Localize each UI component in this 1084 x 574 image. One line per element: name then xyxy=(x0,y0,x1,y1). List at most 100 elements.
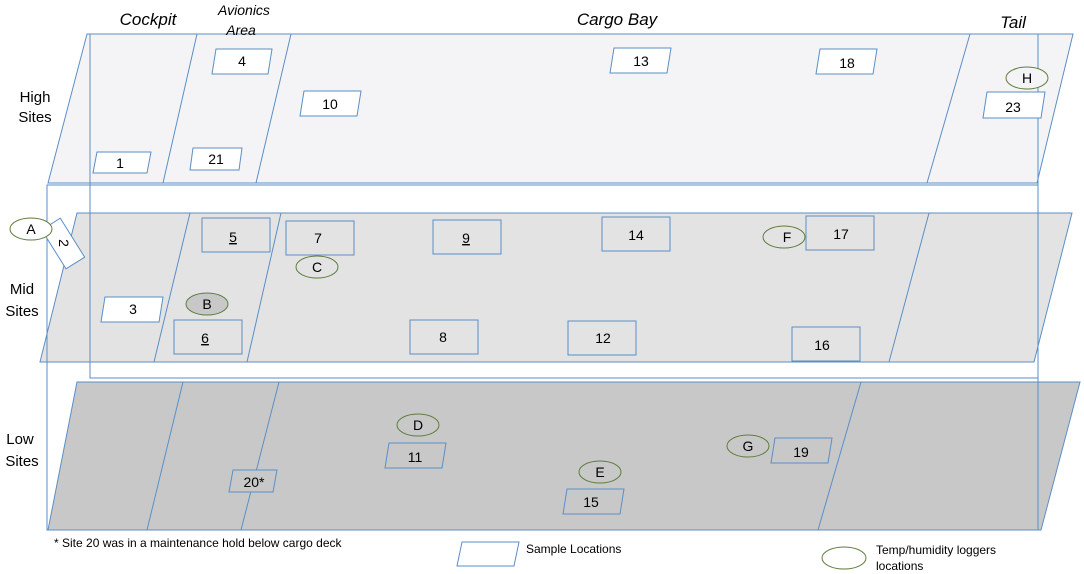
sample-16-marker xyxy=(791,326,861,362)
legend-sample-swatch xyxy=(456,541,520,567)
level-mid-label-line2: Sites xyxy=(5,303,38,320)
sample-label: 10 xyxy=(322,96,338,112)
sample-label: 3 xyxy=(129,301,137,317)
sample-20: 20* xyxy=(228,469,278,493)
sample-marker xyxy=(609,47,672,74)
sample-3: 3 xyxy=(100,296,164,323)
low-divider-tail xyxy=(817,381,862,531)
logger-locations: A B C D E F G H xyxy=(9,66,1049,484)
legend-logger-label-line2: locations xyxy=(876,559,923,573)
sample-21: 21 xyxy=(189,147,243,171)
sample-12-label: 12 xyxy=(595,330,611,346)
sample-14-label: 14 xyxy=(628,227,644,243)
level-low-label-line1: Low xyxy=(6,431,34,448)
legend: Sample Locations Temp/humidity loggers l… xyxy=(456,541,996,573)
logger-b-label: B xyxy=(202,296,211,312)
level-high-label-line2: Sites xyxy=(18,109,51,126)
sample-label: 1 xyxy=(116,155,124,171)
sample-9-marker xyxy=(432,219,502,255)
mid-divider-cockpit xyxy=(153,212,191,363)
sample-label: 19 xyxy=(793,444,809,460)
logger-b-marker xyxy=(185,292,229,316)
sample-9-label: 9 xyxy=(462,230,470,246)
sample-label: 15 xyxy=(583,494,599,510)
sample-15: 15 xyxy=(562,488,625,515)
sample-23: 23 xyxy=(982,91,1046,119)
sample-label: 2 xyxy=(56,239,72,247)
sample-marker xyxy=(100,296,164,323)
logger-c-marker xyxy=(295,255,339,279)
sample-18: 18 xyxy=(815,48,878,75)
logger-c-label: C xyxy=(312,259,322,275)
fuselage-box xyxy=(46,33,1039,531)
sample-marker xyxy=(982,91,1046,119)
mid-divider-avionics xyxy=(246,212,282,363)
sample-7-marker xyxy=(285,220,355,256)
footnote: * Site 20 was in a maintenance hold belo… xyxy=(54,536,343,550)
sample-14-marker xyxy=(601,216,671,252)
sample-1: 1 xyxy=(92,151,152,174)
sample-marker xyxy=(815,48,878,75)
low-divider-cockpit xyxy=(146,381,184,531)
sample-17-label: 17 xyxy=(833,226,849,242)
sample-marker xyxy=(299,90,362,117)
sample-marker xyxy=(211,48,273,75)
fuselage-box-front xyxy=(46,184,1039,531)
sample-6-marker xyxy=(173,319,243,355)
logger-h-label: H xyxy=(1022,70,1032,86)
logger-d-label: D xyxy=(413,417,423,433)
sample-19: 19 xyxy=(770,437,833,464)
section-avionics-label-line1: Avionics xyxy=(217,2,270,18)
sample-5-label: 5 xyxy=(229,229,237,245)
sample-4: 4 xyxy=(211,48,273,75)
sample-marker xyxy=(562,488,625,515)
legend-logger-swatch xyxy=(821,546,867,570)
high-divider-avionics xyxy=(255,33,292,184)
sample-marker xyxy=(40,217,86,270)
level-mid-label-line1: Mid xyxy=(10,281,34,298)
sample-marker xyxy=(770,437,833,464)
legend-logger-label-line1: Temp/humidity loggers xyxy=(876,543,996,557)
sample-label: 21 xyxy=(208,151,224,167)
sample-label: 4 xyxy=(238,53,246,69)
sample-locations: 1 21 4 10 13 18 23 2 xyxy=(40,47,1046,515)
logger-g-marker xyxy=(726,434,770,458)
logger-d-marker xyxy=(396,413,440,437)
section-cargo-bay-label: Cargo Bay xyxy=(577,10,659,29)
sample-label: 20* xyxy=(243,474,265,490)
sample-marker xyxy=(92,151,152,174)
low-divider-avionics xyxy=(240,381,280,531)
sample-6-label: 6 xyxy=(201,330,209,346)
high-divider-cockpit xyxy=(162,33,198,184)
level-high-label-line1: High xyxy=(20,89,51,106)
sample-5-marker xyxy=(201,217,271,253)
logger-a-label: A xyxy=(26,221,36,237)
logger-e-label: E xyxy=(595,464,604,480)
section-avionics-label-line2: Area xyxy=(225,22,256,38)
sample-10: 10 xyxy=(299,90,362,117)
sample-label: 18 xyxy=(839,55,855,71)
sample-13: 13 xyxy=(609,47,672,74)
mid-divider-tail xyxy=(888,212,930,363)
sample-label: 11 xyxy=(408,449,423,465)
sample-16-label: 16 xyxy=(814,337,830,353)
sample-label: 23 xyxy=(1005,99,1021,115)
legend-sample-label: Sample Locations xyxy=(526,542,621,556)
high-divider-tail xyxy=(926,33,971,184)
logger-e-marker xyxy=(578,460,622,484)
logger-a-marker xyxy=(9,217,53,241)
sample-marker xyxy=(189,147,243,171)
section-cockpit-label: Cockpit xyxy=(120,10,178,29)
sample-label: 13 xyxy=(633,53,649,69)
sample-8-marker xyxy=(409,319,479,355)
logger-f-marker xyxy=(762,225,806,249)
sample-12-marker xyxy=(567,320,637,356)
sample-17-marker xyxy=(805,215,875,251)
sample-8-label: 8 xyxy=(439,329,447,345)
logger-f-label: F xyxy=(783,229,792,245)
sample-marker xyxy=(228,469,278,493)
sample-2: 2 xyxy=(40,217,86,270)
level-low-label-line2: Sites xyxy=(5,453,38,470)
